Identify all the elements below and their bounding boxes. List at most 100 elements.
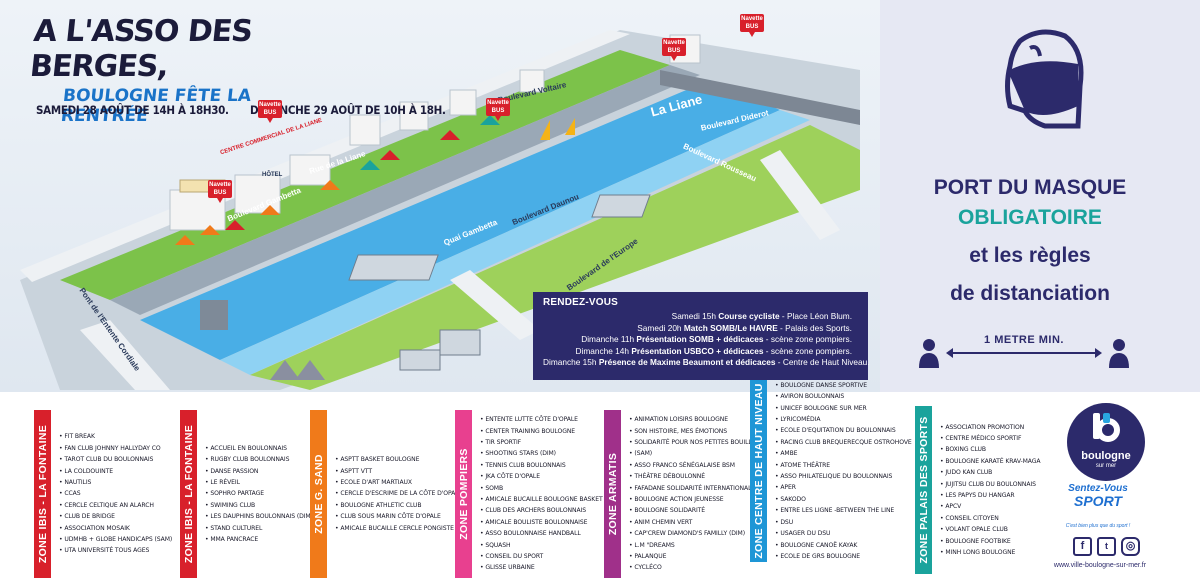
association-item: LES PAPYS DU HANGAR bbox=[940, 490, 1040, 501]
rendezvous-place: - Centre de Haut Niveau. bbox=[775, 357, 870, 367]
association-item: L.M "DREAMS bbox=[629, 540, 759, 551]
rendezvous-place: - scène zone pompiers. bbox=[763, 334, 852, 344]
rendezvous-box: RENDEZ-VOUS Samedi 15h Course cycliste -… bbox=[533, 292, 870, 380]
association-item: BOULOGNE CANOË KAYAK bbox=[775, 540, 912, 551]
rendezvous-event: Présentation SOMB + dédicaces bbox=[636, 334, 764, 344]
zone-association-list: ACCUEIL EN BOULONNAISRUGBY CLUB BOULONNA… bbox=[205, 443, 313, 546]
association-item: ACCUEIL EN BOULONNAIS bbox=[205, 443, 313, 454]
mask-line-2: OBLIGATOIRE bbox=[958, 206, 1102, 229]
distancing-indicator: 1 METRE MIN. bbox=[918, 334, 1130, 368]
rendezvous-time: Samedi 20h bbox=[637, 322, 682, 333]
association-item: JKA CÔTE D'OPALE bbox=[480, 471, 603, 482]
mask-line-4: de distanciation bbox=[950, 282, 1110, 305]
association-item: CAP'CREW DIAMOND'S FAMILLY (DIM) bbox=[629, 528, 759, 539]
association-item: BOULOGNE FOOTBIKE bbox=[940, 536, 1040, 547]
facebook-icon[interactable]: f bbox=[1073, 537, 1092, 556]
association-item: ENTENTE LUTTE CÔTE D'OPALE bbox=[480, 414, 603, 425]
bus-marker: Navette BUS bbox=[486, 98, 510, 121]
association-item: CLUB SOUS MARIN CÔTE D'OPALE bbox=[335, 511, 462, 522]
event-dates: SAMEDI 28 AOÛT DE 14H À 18H30. DIMANCHE … bbox=[36, 103, 464, 117]
association-item: FIT BREAK bbox=[59, 431, 172, 442]
boulogne-b-icon bbox=[1093, 413, 1120, 442]
association-item: CONSEIL DU SPORT bbox=[480, 551, 603, 562]
association-item: AMICALE BUCAILLE BOULOGNE BASKET bbox=[480, 494, 602, 505]
rendezvous-item: Dimanche 15h Présence de Maxime Beaumont… bbox=[543, 357, 870, 369]
mask-line-3: et les règles bbox=[969, 244, 1091, 267]
association-item: SOMB bbox=[480, 483, 603, 494]
association-item: CERCLE CELTIQUE AN ALARCH bbox=[59, 500, 172, 511]
slogan-tagline: C'est bien plus que du sport ! bbox=[1065, 523, 1131, 529]
association-item: ASSO PHILATELIQUE DU BOULONNAIS bbox=[775, 471, 912, 482]
event-map: A L'ASSO DES BERGES, BOULOGNE FÊTE LA RE… bbox=[0, 0, 880, 392]
twitter-icon[interactable]: t bbox=[1097, 537, 1116, 556]
date-saturday: SAMEDI 28 AOÛT DE 14H À 18H30. bbox=[36, 103, 229, 117]
association-item: CENTER TRAINING BOULOGNE bbox=[480, 426, 603, 437]
association-item: ASPTT VTT bbox=[335, 466, 462, 477]
association-item: USAGER DU DSU bbox=[775, 528, 912, 539]
association-item: VOLANT OPALE CLUB bbox=[940, 524, 1040, 535]
boulogne-logo: boulogne sur mer bbox=[1067, 403, 1145, 481]
brand-name: boulogne bbox=[1081, 450, 1131, 462]
association-item: TIR SPORTIF bbox=[480, 437, 603, 448]
association-item: UTA UNIVERSITÉ TOUS AGES bbox=[59, 545, 172, 556]
association-item: LES DAUPHINS BOULONNAIS (DIM) bbox=[205, 511, 313, 522]
association-item: BOULOGNE ATHLETIC CLUB bbox=[335, 500, 462, 511]
zone-title-bar: ZONE CENTRE DE HAUT NIVEAU bbox=[750, 380, 767, 562]
association-item: UDMHB + GLOBE HANDICAPS (SAM) bbox=[59, 534, 172, 545]
association-item: STAND CULTUREL bbox=[205, 523, 313, 534]
face-mask-icon bbox=[1005, 29, 1084, 129]
bus-marker: Navette BUS bbox=[662, 38, 686, 61]
map-illustration bbox=[20, 30, 860, 390]
rendezvous-place: - Palais des Sports. bbox=[777, 322, 852, 333]
person-icon bbox=[1109, 339, 1129, 368]
rendezvous-event: Course cycliste bbox=[718, 311, 780, 321]
association-item: CENTRE MÉDICO SPORTIF bbox=[940, 433, 1040, 444]
zones-section: ZONE IBIS - LA FONTAINEFIT BREAKFAN CLUB… bbox=[0, 380, 1200, 588]
association-item: RACING CLUB BREQUERECQUE OSTROHOVE bbox=[775, 437, 911, 448]
association-item: JUJITSU CLUB DU BOULONNAIS bbox=[940, 479, 1040, 490]
rendezvous-time: Dimanche 15h bbox=[543, 357, 597, 367]
zone-title: ZONE CENTRE DE HAUT NIVEAU bbox=[752, 383, 765, 559]
rendezvous-title: RENDEZ-VOUS bbox=[543, 297, 618, 308]
association-item: ASSO FRANCO SÉNÉGALAISE BSM bbox=[629, 460, 759, 471]
rendezvous-time: Dimanche 11h bbox=[581, 334, 635, 344]
association-item: AMICALE BUCAILLE CERCLE PONGISTE bbox=[335, 523, 462, 534]
association-item: ASSO BOULONNAISE HANDBALL bbox=[480, 528, 603, 539]
association-item: CONSEIL CITOYEN bbox=[940, 513, 1040, 524]
rendezvous-item: Samedi 20h Match SOMB/Le HAVRE - Palais … bbox=[543, 323, 858, 335]
association-item: BOULOGNE SOLIDARITÉ bbox=[629, 505, 759, 516]
association-item: BOXING CLUB bbox=[940, 444, 1040, 455]
association-item: ANIM CHEMIN VERT bbox=[629, 517, 759, 528]
zone-title-bar: ZONE G. SAND bbox=[310, 410, 327, 578]
rendezvous-event: Présence de Maxime Beaumont et dédicaces bbox=[598, 357, 776, 367]
distance-text: 1 METRE MIN. bbox=[984, 334, 1064, 346]
association-item: SHOOTING STARS (DIM) bbox=[480, 448, 603, 459]
association-item: CERCLE D'ESCRIME DE LA CÔTE D'OPALE bbox=[335, 488, 462, 499]
association-item: UNICEF BOULOGNE SUR MER bbox=[775, 403, 912, 414]
association-item: AMBE bbox=[775, 448, 912, 459]
rendezvous-place: - scène zone pompiers. bbox=[763, 345, 852, 356]
association-item: ATOME THÉÂTRE bbox=[775, 460, 912, 471]
association-item: BOULOGNE KARATÉ KRAV-MAGA bbox=[940, 456, 1040, 467]
association-item: SOPHRO PARTAGE bbox=[205, 488, 313, 499]
brand-sub: sur mer bbox=[1095, 463, 1117, 469]
rendezvous-time: Samedi 15h bbox=[671, 311, 716, 321]
rendezvous-item: Samedi 15h Course cycliste - Place Léon … bbox=[543, 311, 858, 323]
person-icon bbox=[919, 339, 939, 368]
association-item: DANSE PASSION bbox=[205, 466, 313, 477]
association-item: THÉÂTRE DÉBOULONNÉ bbox=[629, 471, 759, 482]
association-item: CLUB DE BRIDGE bbox=[59, 511, 172, 522]
slogan-line-1: Sentez-Vous bbox=[1068, 483, 1128, 494]
zone-title: ZONE POMPIERS bbox=[457, 448, 470, 540]
website-link[interactable]: www.ville-boulogne-sur-mer.fr bbox=[1053, 562, 1147, 569]
association-item: AVIRON BOULONNAIS bbox=[775, 391, 912, 402]
instagram-icon[interactable]: ◎ bbox=[1121, 537, 1140, 556]
rendezvous-time: Dimanche 14h bbox=[575, 345, 630, 356]
association-item: LYRICOMÉDIA bbox=[775, 414, 912, 425]
zone-title: ZONE ARMATIS bbox=[606, 452, 619, 536]
association-item: SQUASH bbox=[480, 540, 603, 551]
association-item: APER bbox=[775, 482, 912, 493]
slogan-line-2: SPORT bbox=[1074, 493, 1122, 509]
zone-title-bar: ZONE ARMATIS bbox=[604, 410, 621, 578]
association-item: ECOLE DE GRS BOULOGNE bbox=[775, 551, 912, 562]
